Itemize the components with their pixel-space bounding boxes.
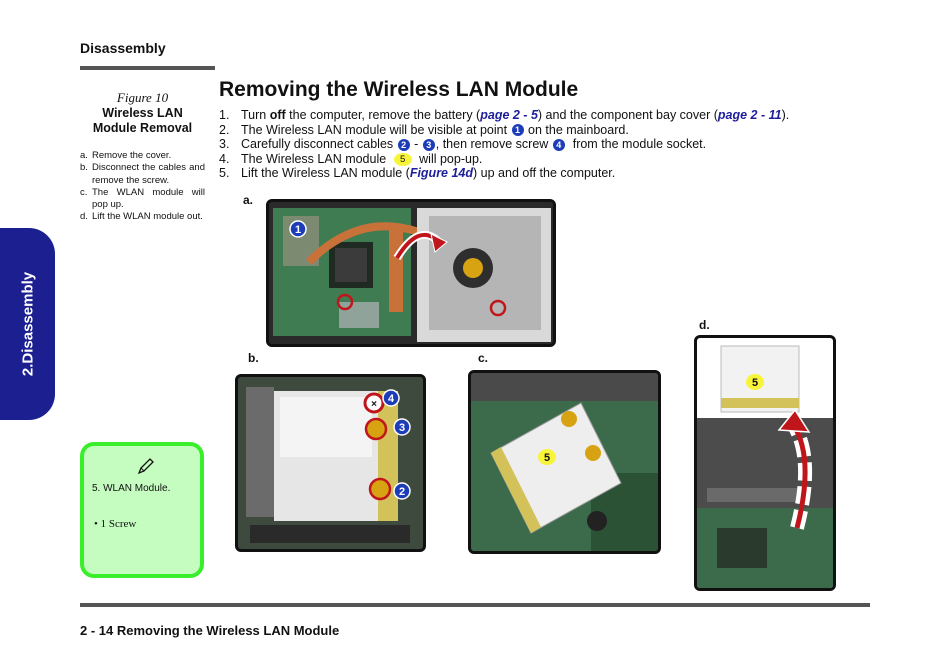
page-link[interactable]: page 2 - 11 xyxy=(717,108,782,122)
photo-c: 5 xyxy=(468,370,661,554)
header-rule xyxy=(80,66,215,70)
photo-label-c: c. xyxy=(478,351,489,365)
photo-c-illustration: 5 xyxy=(471,373,658,551)
callout-3: 3 xyxy=(399,422,405,434)
callout-badge: 1 xyxy=(511,124,524,137)
side-tab-label: 2.Disassembly xyxy=(19,271,36,377)
photo-d-illustration: 5 xyxy=(697,338,833,588)
callout-5: 5 xyxy=(544,452,550,464)
instruction-step: 1. Turn off the computer, remove the bat… xyxy=(219,108,790,122)
figure-step: b.Disconnect the cables and remove the s… xyxy=(80,162,205,186)
callout-2: 2 xyxy=(399,486,405,498)
page-title: Removing the Wireless LAN Module xyxy=(219,78,579,101)
photo-a-illustration: 1 xyxy=(269,202,553,344)
side-tab: 2.Disassembly xyxy=(0,228,55,420)
pen-icon xyxy=(137,458,154,475)
figure-step: a.Remove the cover. xyxy=(80,150,172,161)
figure-title: Wireless LAN Module Removal xyxy=(92,106,193,135)
figure-step: d.Lift the WLAN module out. xyxy=(80,211,203,223)
callout-5-d: 5 xyxy=(752,377,758,389)
photo-label-a: a. xyxy=(243,193,254,207)
figure-step: c.The WLAN module will pop up. xyxy=(80,186,205,211)
callout-badge: 5 xyxy=(393,152,412,166)
figure-number: Figure 10 xyxy=(116,90,169,105)
instruction-step: 5. Lift the Wireless LAN module (Figure … xyxy=(219,166,616,181)
photo-label-b: b. xyxy=(248,351,259,365)
page-link[interactable]: page 2 - 5 xyxy=(480,108,538,122)
instruction-list: 1. Turn off the computer, remove the bat… xyxy=(219,108,789,181)
page-footer: 2 - 14 Removing the Wireless LAN Module xyxy=(80,623,340,638)
svg-text:×: × xyxy=(371,399,377,410)
section-header: Disassembly xyxy=(80,40,166,56)
photo-a: 1 xyxy=(266,199,556,347)
figure-caption: Figure 10 Wireless LAN Module Removal xyxy=(80,90,205,136)
note-detail: • 1 Screw xyxy=(94,518,137,530)
instruction-step: 3. Carefully disconnect cables 2 - 3, th… xyxy=(219,137,707,152)
footer-rule xyxy=(80,603,870,607)
callout-badge: 2 xyxy=(397,138,410,151)
figure-link[interactable]: Figure 14d xyxy=(409,166,474,181)
photo-b: × 4 3 2 xyxy=(235,374,426,552)
callout-badge: 4 xyxy=(552,138,565,151)
figure-steps: a.Remove the cover. b.Disconnect the cab… xyxy=(80,150,205,224)
photo-b-illustration: × 4 3 2 xyxy=(238,377,423,549)
callout-4: 4 xyxy=(388,393,395,405)
note-box: 5. WLAN Module. • 1 Screw xyxy=(80,442,204,578)
callout-badge: 3 xyxy=(422,138,435,151)
note-item: 5. WLAN Module. xyxy=(92,483,171,494)
instruction-step: 2. The Wireless LAN module will be visib… xyxy=(219,122,629,137)
photo-label-d: d. xyxy=(699,318,710,332)
callout-1: 1 xyxy=(295,224,301,236)
photo-d: 5 xyxy=(694,335,836,591)
instruction-step: 4. The Wireless LAN module 5 will pop-up… xyxy=(219,151,483,166)
